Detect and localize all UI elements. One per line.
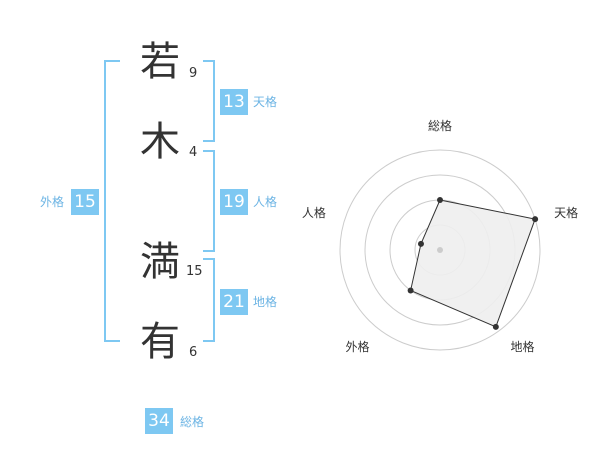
radar-point [532, 216, 539, 223]
tenkaku-value: 13 [220, 89, 248, 115]
radar-point [417, 240, 424, 247]
tenkaku-bracket [203, 60, 215, 142]
radar-point [407, 287, 414, 294]
chikaku-value: 21 [220, 289, 248, 315]
name-char-1: 若 [140, 39, 180, 85]
name-char-4: 有 [140, 319, 180, 365]
gaikaku-value: 15 [71, 189, 99, 215]
jinkaku-label: 人格 [253, 195, 278, 209]
name-char-2: 木 [140, 119, 180, 165]
radar-axis-label-soukaku: 総格 [428, 118, 452, 133]
chikaku-label: 地格 [253, 295, 278, 309]
radar-chart: 総格 天格 地格 外格 人格 [302, 118, 578, 354]
gaikaku-bracket [104, 60, 120, 342]
radar-ring [339, 149, 541, 351]
stroke-count-3: 15 [186, 264, 203, 279]
jinkaku-value: 19 [220, 189, 248, 215]
stroke-count-2: 4 [189, 145, 198, 160]
radar-center-dot [437, 247, 443, 253]
soukaku-label: 総格 [180, 415, 205, 429]
stroke-count-4: 6 [189, 345, 198, 360]
radar-polygon [410, 199, 536, 328]
radar-point [437, 197, 443, 203]
chikaku-bracket [203, 258, 215, 342]
radar-point [492, 323, 499, 330]
soukaku-value: 34 [145, 408, 173, 434]
name-char-3: 満 [140, 239, 180, 285]
radar-axis-label-jinkaku: 人格 [302, 205, 326, 220]
radar-axis-label-chikaku: 地格 [511, 339, 535, 354]
jinkaku-bracket [203, 150, 215, 252]
stroke-count-1: 9 [189, 66, 198, 81]
radar-axis-label-gaikaku: 外格 [345, 339, 369, 354]
gaikaku-label: 外格 [40, 195, 65, 209]
tenkaku-label: 天格 [253, 95, 278, 109]
radar-axis-label-tenkaku: 天格 [554, 205, 578, 220]
